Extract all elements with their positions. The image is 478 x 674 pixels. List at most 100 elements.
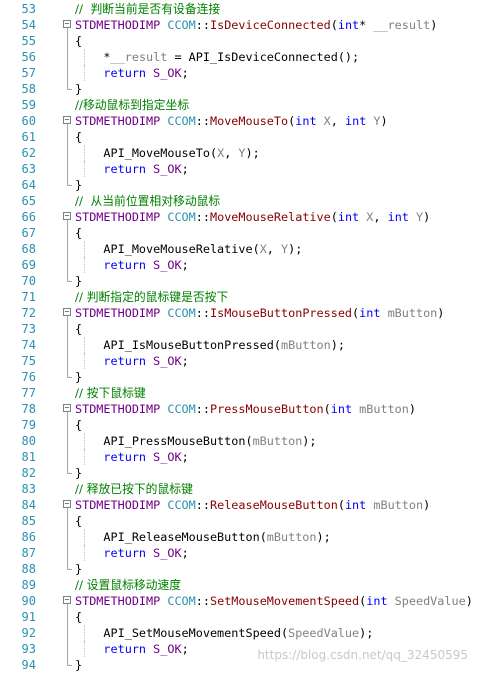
- code-text[interactable]: {: [75, 609, 82, 625]
- fold-toggle-icon[interactable]: −: [63, 401, 72, 417]
- code-text[interactable]: // 从当前位置相对移动鼠标: [75, 193, 220, 209]
- code-text[interactable]: }: [75, 465, 82, 481]
- code-line[interactable]: 64}: [0, 177, 478, 193]
- code-line[interactable]: 94}: [0, 657, 478, 673]
- code-line[interactable]: 54−STDMETHODIMP CCOM::IsDeviceConnected(…: [0, 17, 478, 33]
- code-text[interactable]: }: [75, 561, 82, 577]
- code-line[interactable]: 68 API_MoveMouseRelative(X, Y);: [0, 241, 478, 257]
- code-line[interactable]: 66−STDMETHODIMP CCOM::MoveMouseRelative(…: [0, 209, 478, 225]
- code-text[interactable]: STDMETHODIMP CCOM::MoveMouseTo(int X, in…: [75, 113, 388, 129]
- code-text[interactable]: }: [75, 657, 82, 673]
- indent-guide: [84, 65, 85, 81]
- fold-toggle-icon[interactable]: −: [63, 305, 72, 321]
- code-line[interactable]: 53// 判断当前是否有设备连接: [0, 1, 478, 17]
- code-line[interactable]: 72−STDMETHODIMP CCOM::IsMouseButtonPress…: [0, 305, 478, 321]
- code-line[interactable]: 80 API_PressMouseButton(mButton);: [0, 433, 478, 449]
- code-text[interactable]: return S_OK;: [75, 641, 188, 657]
- code-text[interactable]: STDMETHODIMP CCOM::IsMouseButtonPressed(…: [75, 305, 444, 321]
- code-line[interactable]: 93 return S_OK;: [0, 641, 478, 657]
- code-line[interactable]: 86 API_ReleaseMouseButton(mButton);: [0, 529, 478, 545]
- code-line[interactable]: 85{: [0, 513, 478, 529]
- code-text[interactable]: {: [75, 33, 82, 49]
- code-text[interactable]: {: [75, 513, 82, 529]
- code-line[interactable]: 58}: [0, 81, 478, 97]
- code-token: PressMouseButton: [209, 402, 324, 416]
- code-text[interactable]: API_ReleaseMouseButton(mButton);: [75, 529, 330, 545]
- code-token: int: [359, 306, 381, 320]
- code-line[interactable]: 83// 释放已按下的鼠标键: [0, 481, 478, 497]
- code-text[interactable]: return S_OK;: [75, 257, 188, 273]
- code-token: {: [75, 514, 83, 528]
- code-text[interactable]: {: [75, 225, 82, 241]
- code-line[interactable]: 79{: [0, 417, 478, 433]
- code-text[interactable]: //移动鼠标到指定坐标: [75, 97, 189, 113]
- code-text[interactable]: return S_OK;: [75, 161, 188, 177]
- code-line[interactable]: 78−STDMETHODIMP CCOM::PressMouseButton(i…: [0, 401, 478, 417]
- code-line[interactable]: 92 API_SetMouseMovementSpeed(SpeedValue)…: [0, 625, 478, 641]
- code-text[interactable]: return S_OK;: [75, 545, 188, 561]
- code-text[interactable]: return S_OK;: [75, 65, 188, 81]
- fold-guide: [63, 241, 72, 257]
- code-line[interactable]: 82}: [0, 465, 478, 481]
- code-line[interactable]: 61{: [0, 129, 478, 145]
- code-text[interactable]: // 释放已按下的鼠标键: [75, 481, 193, 497]
- code-text[interactable]: {: [75, 417, 82, 433]
- code-text[interactable]: STDMETHODIMP CCOM::IsDeviceConnected(int…: [75, 17, 437, 33]
- code-text[interactable]: STDMETHODIMP CCOM::MoveMouseRelative(int…: [75, 209, 430, 225]
- code-line[interactable]: 91{: [0, 609, 478, 625]
- code-text[interactable]: API_MoveMouseTo(X, Y);: [75, 145, 259, 161]
- code-line[interactable]: 60−STDMETHODIMP CCOM::MoveMouseTo(int X,…: [0, 113, 478, 129]
- line-number: 77: [21, 386, 36, 400]
- code-line[interactable]: 76}: [0, 369, 478, 385]
- code-line[interactable]: 63 return S_OK;: [0, 161, 478, 177]
- code-line[interactable]: 84−STDMETHODIMP CCOM::ReleaseMouseButton…: [0, 497, 478, 513]
- code-text[interactable]: }: [75, 369, 82, 385]
- code-line[interactable]: 69 return S_OK;: [0, 257, 478, 273]
- code-text[interactable]: return S_OK;: [75, 353, 188, 369]
- code-token: API_MoveMouseTo: [103, 146, 210, 160]
- code-line[interactable]: 90−STDMETHODIMP CCOM::SetMouseMovementSp…: [0, 593, 478, 609]
- code-line[interactable]: 71// 判断指定的鼠标键是否按下: [0, 289, 478, 305]
- code-text[interactable]: // 判断指定的鼠标键是否按下: [75, 289, 228, 305]
- code-text[interactable]: // 判断当前是否有设备连接: [75, 1, 220, 17]
- code-line[interactable]: 81 return S_OK;: [0, 449, 478, 465]
- code-line[interactable]: 73{: [0, 321, 478, 337]
- code-line[interactable]: 65// 从当前位置相对移动鼠标: [0, 193, 478, 209]
- code-text[interactable]: // 设置鼠标移动速度: [75, 577, 181, 593]
- code-text[interactable]: STDMETHODIMP CCOM::PressMouseButton(int …: [75, 401, 416, 417]
- code-text[interactable]: {: [75, 321, 82, 337]
- code-line[interactable]: 62 API_MoveMouseTo(X, Y);: [0, 145, 478, 161]
- code-text[interactable]: // 按下鼠标键: [75, 385, 146, 401]
- code-line[interactable]: 55{: [0, 33, 478, 49]
- code-text[interactable]: }: [75, 177, 82, 193]
- code-line[interactable]: 57 return S_OK;: [0, 65, 478, 81]
- code-text[interactable]: }: [75, 81, 82, 97]
- code-text[interactable]: }: [75, 273, 82, 289]
- fold-toggle-icon[interactable]: −: [63, 209, 72, 225]
- code-line[interactable]: 88}: [0, 561, 478, 577]
- code-text[interactable]: API_PressMouseButton(mButton);: [75, 433, 316, 449]
- code-line[interactable]: 74 API_IsMouseButtonPressed(mButton);: [0, 337, 478, 353]
- fold-toggle-icon[interactable]: −: [63, 113, 72, 129]
- code-line[interactable]: 77 // 按下鼠标键: [0, 385, 478, 401]
- code-line[interactable]: 75 return S_OK;: [0, 353, 478, 369]
- code-line[interactable]: 89// 设置鼠标移动速度: [0, 577, 478, 593]
- code-line[interactable]: 59//移动鼠标到指定坐标: [0, 97, 478, 113]
- code-text[interactable]: {: [75, 129, 82, 145]
- code-text[interactable]: API_SetMouseMovementSpeed(SpeedValue);: [75, 625, 373, 641]
- code-line[interactable]: 67{: [0, 225, 478, 241]
- code-text[interactable]: *__result = API_IsDeviceConnected();: [75, 49, 359, 65]
- fold-toggle-icon[interactable]: −: [63, 17, 72, 33]
- fold-toggle-icon[interactable]: −: [63, 593, 72, 609]
- code-text[interactable]: API_MoveMouseRelative(X, Y);: [75, 241, 302, 257]
- code-line[interactable]: 70}: [0, 273, 478, 289]
- code-text[interactable]: API_IsMouseButtonPressed(mButton);: [75, 337, 345, 353]
- fold-toggle-icon[interactable]: −: [63, 497, 72, 513]
- code-line[interactable]: 87 return S_OK;: [0, 545, 478, 561]
- code-text[interactable]: STDMETHODIMP CCOM::ReleaseMouseButton(in…: [75, 497, 430, 513]
- code-line[interactable]: 56 *__result = API_IsDeviceConnected();: [0, 49, 478, 65]
- code-text[interactable]: return S_OK;: [75, 449, 188, 465]
- code-text[interactable]: STDMETHODIMP CCOM::SetMouseMovementSpeed…: [75, 593, 473, 609]
